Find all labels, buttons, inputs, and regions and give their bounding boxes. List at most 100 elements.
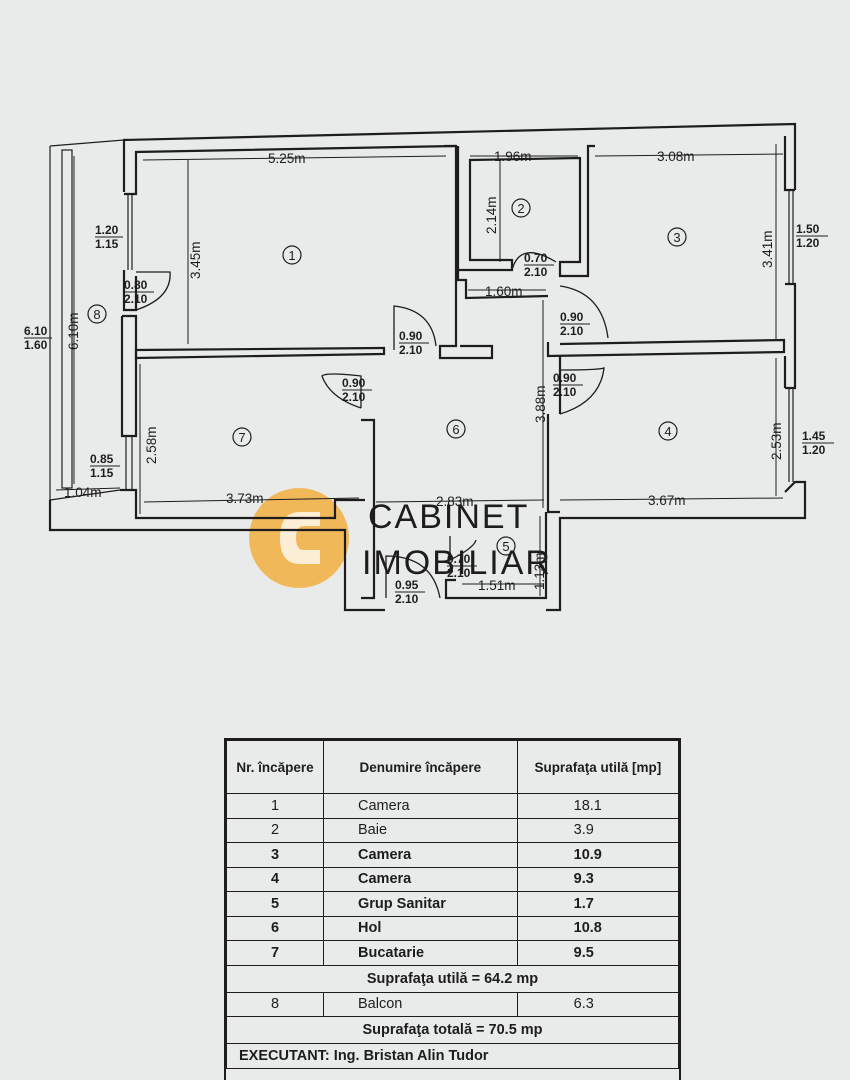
- dim-r7-width: 3.73m: [226, 491, 264, 506]
- room-4-label: 4: [658, 421, 678, 441]
- cell-room-name: Camera: [323, 866, 518, 892]
- cell-room-number: 4: [226, 866, 325, 892]
- dim-balcony-height: 6.10m: [66, 312, 81, 350]
- watermark-logo-icon: [249, 488, 349, 588]
- svg-text:2: 2: [517, 201, 524, 216]
- cell-room-name: Hol: [323, 915, 518, 941]
- win-r7-b: 1.15: [90, 466, 114, 480]
- door-r4-b: 2.10: [553, 385, 577, 399]
- door-swings: [135, 252, 609, 599]
- svg-text:3: 3: [673, 230, 680, 245]
- executant-row: EXECUTANT: Ing. Bristan Alin Tudor: [226, 1043, 679, 1069]
- dim-r4-width: 3.67m: [648, 493, 686, 508]
- cell-room-number: 6: [226, 915, 325, 941]
- dim-r4-height: 2.53m: [769, 422, 784, 460]
- dimension-texts: 5.25m 3.45m 1.96m 2.14m 3.08m 3.41m 1.60…: [64, 149, 784, 593]
- balcony-a: 6.10: [24, 324, 48, 338]
- door-r3-a: 0.90: [560, 310, 584, 324]
- cell-room-area: 1.7: [516, 891, 679, 917]
- room-8-label: 8: [87, 304, 107, 324]
- cell-room-name: Bucatarie: [323, 940, 518, 966]
- cell-room-name: Baie: [323, 817, 518, 843]
- watermark-line1: CABINET: [368, 498, 529, 536]
- room-6-label: 6: [446, 419, 466, 439]
- grand-total-row: Suprafaţa totală = 70.5 mp: [226, 1016, 679, 1044]
- door-r5-b: 2.10: [447, 566, 471, 580]
- svg-text:6: 6: [452, 422, 459, 437]
- door-r1-a: 0.90: [399, 329, 423, 343]
- svg-text:8: 8: [93, 307, 100, 322]
- dim-r3-height: 3.41m: [760, 230, 775, 268]
- header-room-name: Denumire încăpere: [323, 740, 518, 794]
- cell-room-area: 18.1: [516, 793, 679, 819]
- opening-texts: 1.20 1.15 0.80 2.10 0.90 2.10 0.70 2.10 …: [24, 222, 834, 606]
- door-entry-a: 0.95: [395, 578, 419, 592]
- cell-room-number: 1: [226, 793, 325, 819]
- dim-r6-width: 2.83m: [436, 494, 474, 509]
- cell-room-number: 8: [226, 991, 325, 1017]
- dim-r5-height: 1.13m: [532, 552, 547, 590]
- interior-walls: [134, 144, 787, 600]
- balcony: [49, 139, 125, 501]
- cell-room-name: Balcon: [323, 991, 518, 1017]
- door-r7-a: 0.90: [342, 376, 366, 390]
- door-r3-b: 2.10: [560, 324, 584, 338]
- cell-room-area: 9.5: [516, 940, 679, 966]
- watermark-line2: IMOBILIAR: [362, 544, 552, 582]
- room-5-label: 5: [496, 536, 516, 556]
- room-3-label: 3: [667, 227, 687, 247]
- win-r3-b: 1.20: [796, 236, 820, 250]
- grand-total: Suprafaţa totală = 70.5 mp: [226, 1016, 679, 1044]
- win-r7-a: 0.85: [90, 452, 114, 466]
- executant: EXECUTANT: Ing. Bristan Alin Tudor: [226, 1043, 679, 1069]
- win-r1-b: 1.15: [95, 237, 119, 251]
- svg-text:7: 7: [238, 430, 245, 445]
- room-2-label: 2: [511, 198, 531, 218]
- door-r2-a: 0.70: [524, 251, 548, 265]
- dim-r2-width: 1.96m: [494, 149, 532, 164]
- svg-text:1: 1: [288, 248, 295, 263]
- door-balcony-a: 0.80: [124, 278, 148, 292]
- door-r4-a: 0.90: [553, 371, 577, 385]
- floor-plan: CABINET IMOBILIAR: [24, 122, 834, 612]
- windows: [125, 190, 794, 490]
- dim-balcony-width: 1.04m: [64, 485, 102, 500]
- door-r2-b: 2.10: [524, 265, 548, 279]
- svg-text:5: 5: [502, 539, 509, 554]
- win-r4-b: 1.20: [802, 443, 826, 457]
- room-area-table: Nr. încăpere Denumire încăpere Suprafaţa…: [224, 738, 681, 1080]
- door-entry-b: 2.10: [395, 592, 419, 606]
- win-r1-a: 1.20: [95, 223, 119, 237]
- cell-room-area: 3.9: [516, 817, 679, 843]
- cell-room-area: 10.9: [516, 842, 679, 868]
- dim-hall-width: 1.60m: [485, 284, 523, 299]
- watermark: CABINET IMOBILIAR: [249, 488, 552, 588]
- cell-room-name: Camera: [323, 793, 518, 819]
- table-header-row: Nr. încăpere Denumire încăpere Suprafaţa…: [226, 740, 679, 794]
- header-room-number: Nr. încăpere: [226, 740, 325, 794]
- useful-total: Suprafaţa utilă = 64.2 mp: [226, 964, 679, 993]
- table-row-balcony: 8 Balcon 6.3: [226, 991, 679, 1017]
- cell-room-number: 2: [226, 817, 325, 843]
- dim-hall-height: 3.88m: [533, 385, 548, 423]
- door-r7-b: 2.10: [342, 390, 366, 404]
- dim-r1-width: 5.25m: [268, 151, 306, 166]
- cell-room-area: 10.8: [516, 915, 679, 941]
- door-r1-b: 2.10: [399, 343, 423, 357]
- win-r3-a: 1.50: [796, 222, 820, 236]
- room-1-label: 1: [282, 245, 302, 265]
- cell-room-number: 3: [226, 842, 325, 868]
- cell-room-number: 7: [226, 940, 325, 966]
- header-useful-area: Suprafaţa utilă [mp]: [516, 740, 679, 794]
- dimension-lines: [139, 144, 784, 596]
- cell-room-area: 6.3: [516, 991, 679, 1017]
- win-r4-a: 1.45: [802, 429, 826, 443]
- dim-r2-height: 2.14m: [484, 196, 499, 234]
- room-7-label: 7: [232, 427, 252, 447]
- balcony-b: 1.60: [24, 338, 48, 352]
